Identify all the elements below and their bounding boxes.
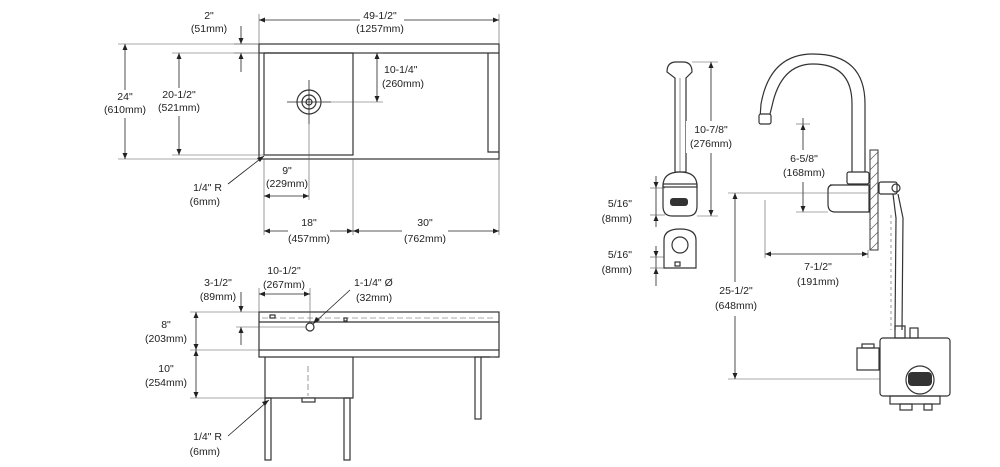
drainboard-width-label: 30"	[417, 217, 433, 229]
outlet-diameter-label: 1-1/4" Ø	[354, 277, 393, 289]
spout-collar	[846, 171, 870, 185]
faucet-front-view: 10-7/8" (276mm) 5/16" (8mm) 5/16"	[602, 61, 736, 286]
dim-top-corner-radius: 1/4" R (6mm)	[190, 155, 265, 208]
outlet-from-side-mm: (267mm)	[263, 279, 305, 291]
mounting-ring	[663, 228, 697, 269]
dim-mount-height: 25-1/2" (648mm)	[712, 192, 880, 380]
sensor-window-icon	[670, 198, 688, 206]
sink-front-view: 3-1/2" (89mm) 10-1/2" (267mm) 1-1/4" Ø (…	[145, 265, 500, 461]
dim-outlet-offset: 3-1/2" (89mm)	[200, 277, 306, 345]
dim-sensor-depth: 5/16" (8mm)	[602, 176, 665, 227]
leg-front-mid	[343, 397, 351, 461]
flange-mm: (51mm)	[191, 23, 227, 35]
sink-top-outline	[258, 43, 500, 160]
bowl-height-mm: (254mm)	[145, 377, 187, 389]
sink-top-view: 49-1/2" (1257mm) 2" (51mm) 24" (610mm)	[103, 8, 500, 248]
faucet-height-mm: (276mm)	[690, 138, 732, 150]
drainboard-width-mm: (762mm)	[404, 233, 446, 245]
gooseneck-spout	[768, 63, 853, 175]
backsplash-outline	[258, 311, 500, 351]
faucet-side-view: 6-5/8" (168mm) 7-1/2" (191mm) 25-1/2" (6…	[712, 53, 951, 411]
outlet-offset-label: 3-1/2"	[204, 277, 232, 289]
spout-height-label: 6-5/8"	[790, 153, 818, 165]
dim-spout-height: 6-5/8" (168mm)	[779, 118, 829, 213]
wall-section	[869, 149, 879, 251]
mount-height-label: 25-1/2"	[719, 285, 753, 297]
dim-heights: 8" (203mm) 10" (254mm)	[145, 311, 265, 399]
dim-faucet-height: 10-7/8" (276mm)	[686, 61, 736, 217]
overall-width-mm: (1257mm)	[356, 23, 404, 35]
backsplash-height-label: 8"	[161, 319, 171, 331]
overall-depth-mm: (610mm)	[104, 104, 146, 116]
top-corner-radius-mm: (6mm)	[190, 196, 220, 208]
ring-depth-mm: (8mm)	[602, 264, 632, 276]
spout-tip	[758, 113, 772, 125]
bowl-width-label: 18"	[301, 217, 317, 229]
sensor-depth-mm: (8mm)	[602, 213, 632, 225]
spout-reach-label: 7-1/2"	[804, 261, 832, 273]
spout-reach-mm: (191mm)	[797, 276, 839, 288]
drain-from-side-label: 9"	[282, 165, 292, 177]
outlet-diameter-mm: (32mm)	[356, 292, 392, 304]
dim-flange: 2" (51mm)	[191, 10, 259, 72]
leg-front-left	[264, 397, 272, 461]
outlet-from-side-label: 10-1/2"	[267, 265, 301, 277]
bowl-depth-label: 20-1/2"	[162, 89, 196, 101]
drain-icon	[287, 80, 331, 124]
dim-drain-offset: 10-1/4" (260mm)	[320, 52, 424, 103]
outlet-offset-mm: (89mm)	[200, 291, 236, 303]
bowl-depth-mm: (521mm)	[158, 102, 200, 114]
flange-label: 2"	[204, 10, 214, 22]
spout-height-mm: (168mm)	[783, 167, 825, 179]
bowl-body	[264, 357, 354, 399]
drain-offset-mm: (260mm)	[382, 78, 424, 90]
dim-outlet-from-side: 10-1/2" (267mm)	[258, 265, 311, 323]
dim-spout-reach: 7-1/2" (191mm)	[764, 200, 869, 288]
dim-overall-depth: 24" (610mm)	[103, 43, 259, 160]
dim-drain-from-side: 9" (229mm)	[263, 124, 310, 235]
mount-height-mm: (648mm)	[715, 300, 757, 312]
spout-base	[827, 184, 870, 213]
dim-front-corner-radius: 1/4" R (6mm)	[190, 399, 270, 458]
sink-rim	[258, 350, 500, 358]
overall-depth-label: 24"	[117, 91, 133, 103]
top-corner-radius-label: 1/4" R	[193, 182, 222, 194]
backsplash-height-mm: (203mm)	[145, 333, 187, 345]
outlet-hole-icon	[305, 322, 315, 332]
faucet-height-label: 10-7/8"	[694, 124, 728, 136]
overall-width-label: 49-1/2"	[363, 10, 397, 22]
dim-bowl-depth: 20-1/2" (521mm)	[156, 52, 264, 156]
faucet-front-body	[666, 61, 693, 173]
drainboard-edge	[487, 53, 499, 153]
thermostatic-mixing-valve	[856, 325, 951, 411]
front-corner-radius-label: 1/4" R	[193, 431, 222, 443]
supply-hose	[897, 193, 904, 331]
leg-right	[474, 356, 482, 420]
dim-bowl-and-drainboard: 18" (457mm) 30" (762mm)	[264, 159, 500, 248]
bowl-height-label: 10"	[158, 363, 174, 375]
front-corner-radius-mm: (6mm)	[190, 446, 220, 458]
dim-overall-width: 49-1/2" (1257mm)	[258, 8, 500, 44]
dim-outlet-diameter: 1-1/4" Ø (32mm)	[312, 277, 393, 325]
drain-offset-label: 10-1/4"	[384, 64, 418, 76]
bowl-width-mm: (457mm)	[288, 233, 330, 245]
sensor-depth-label: 5/16"	[608, 198, 632, 210]
drain-from-side-mm: (229mm)	[266, 178, 308, 190]
ring-depth-label: 5/16"	[608, 249, 632, 261]
bowl-outline	[263, 52, 354, 156]
sensor-head	[662, 171, 698, 217]
dim-ring-depth: 5/16" (8mm)	[602, 246, 664, 286]
